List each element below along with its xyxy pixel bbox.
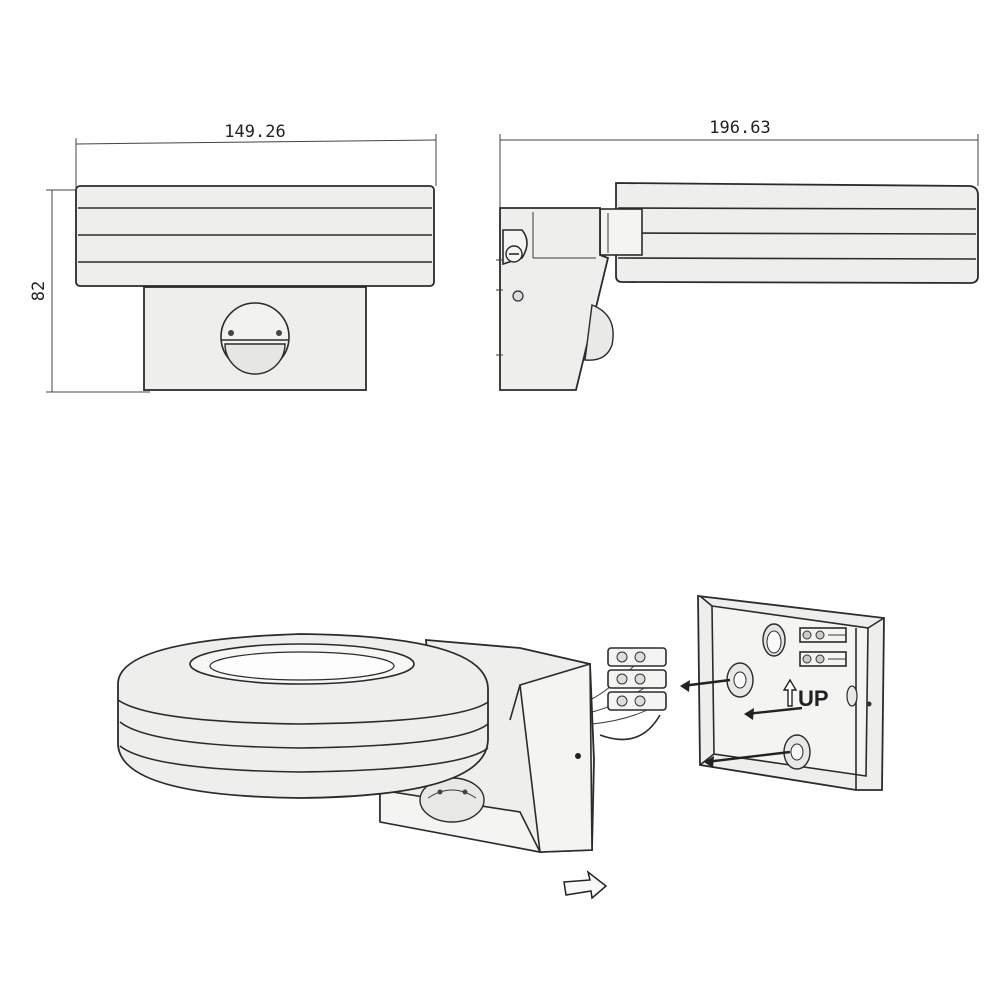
side-motion-sensor	[584, 304, 614, 361]
front-width-label: 149.26	[224, 122, 285, 142]
side-width-dimension: 196.63	[499, 118, 979, 208]
height-dimension: 82	[29, 189, 150, 393]
side-width-label: 196.63	[709, 118, 770, 138]
side-view: 196.63	[496, 118, 979, 391]
front-view: 149.26 82	[29, 122, 437, 393]
plate-terminal-block	[799, 627, 847, 667]
height-label: 82	[29, 281, 49, 301]
up-label: UP	[798, 686, 829, 711]
up-arrow-icon	[782, 678, 798, 707]
installation-view: UP	[117, 594, 885, 900]
mounting-plate: UP	[680, 594, 885, 791]
ring-lamp-head	[117, 633, 489, 799]
front-lamp-head	[75, 185, 435, 287]
direction-arrow-icon	[563, 870, 608, 900]
wire-connector	[589, 647, 667, 741]
mounting-screw-arrows	[680, 678, 803, 768]
front-motion-sensor	[220, 302, 290, 375]
side-base-box	[499, 207, 610, 391]
side-bolt-icon	[512, 290, 524, 302]
front-width-dimension: 149.26	[75, 122, 437, 188]
